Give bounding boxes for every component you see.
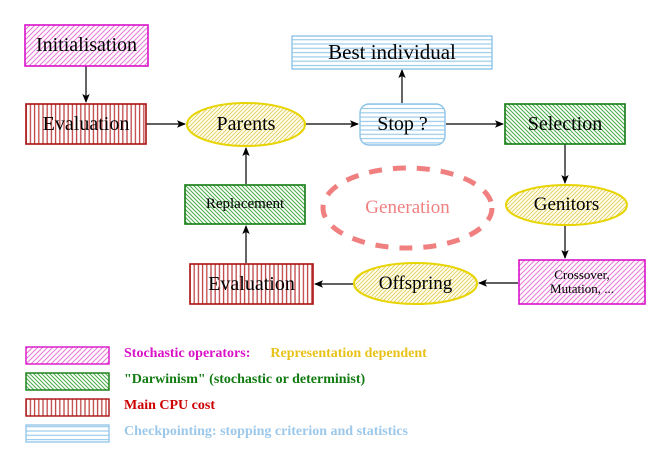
node-evaluation-bottom[interactable]	[189, 263, 314, 305]
node-evaluation-top[interactable]	[25, 103, 147, 145]
label-generation: Generation	[365, 197, 450, 218]
node-crossover-mutation[interactable]	[518, 259, 646, 305]
legend-row-main-cpu-cost: Main CPU cost	[124, 398, 215, 413]
legend-swatch-main-cpu-cost	[25, 398, 110, 417]
legend-row-checkpointing: Checkpointing: stopping criterion and st…	[124, 424, 408, 439]
node-genitors[interactable]	[505, 184, 628, 226]
legend-swatch-checkpointing	[25, 424, 110, 443]
legend-swatch-darwinism	[25, 372, 110, 391]
legend-text-representation-dependent: Representation dependent	[270, 346, 427, 361]
node-initialisation[interactable]	[24, 24, 149, 67]
node-selection[interactable]	[504, 103, 626, 145]
node-stop[interactable]	[359, 103, 446, 146]
node-generation	[320, 165, 495, 251]
legend-row-darwinism: "Darwinism" (stochastic or determinist)	[124, 372, 366, 387]
node-offspring[interactable]	[353, 262, 478, 305]
legend-swatch-stochastic-operators	[25, 346, 110, 365]
node-best-individual[interactable]	[291, 35, 493, 70]
node-parents[interactable]	[186, 102, 306, 147]
legend-row-stochastic-operators: Stochastic operators: Representation dep…	[124, 346, 427, 362]
node-replacement[interactable]	[184, 184, 306, 225]
legend-text-stochastic-operators: Stochastic operators:	[124, 346, 251, 361]
